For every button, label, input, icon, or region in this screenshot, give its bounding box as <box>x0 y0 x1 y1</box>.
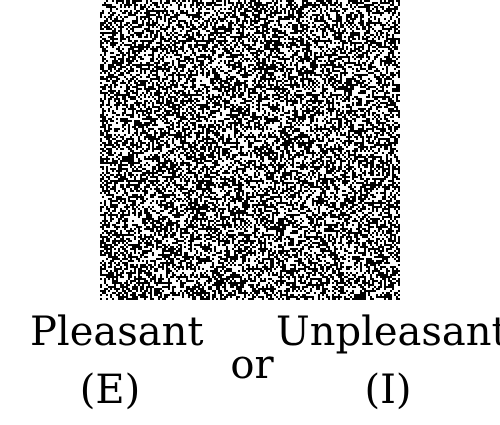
noise-pattern-image <box>100 0 400 300</box>
unpleasant-option: Unpleasant (I) <box>276 312 500 410</box>
pleasant-label: Pleasant <box>30 309 204 355</box>
noise-stimulus <box>100 0 400 300</box>
unpleasant-label: Unpleasant <box>276 309 500 355</box>
or-separator: or <box>230 342 274 388</box>
unpleasant-key-hint: (I) <box>364 367 412 413</box>
pleasant-option: Pleasant (E) <box>30 309 204 413</box>
pleasant-key-hint: (E) <box>79 367 141 413</box>
